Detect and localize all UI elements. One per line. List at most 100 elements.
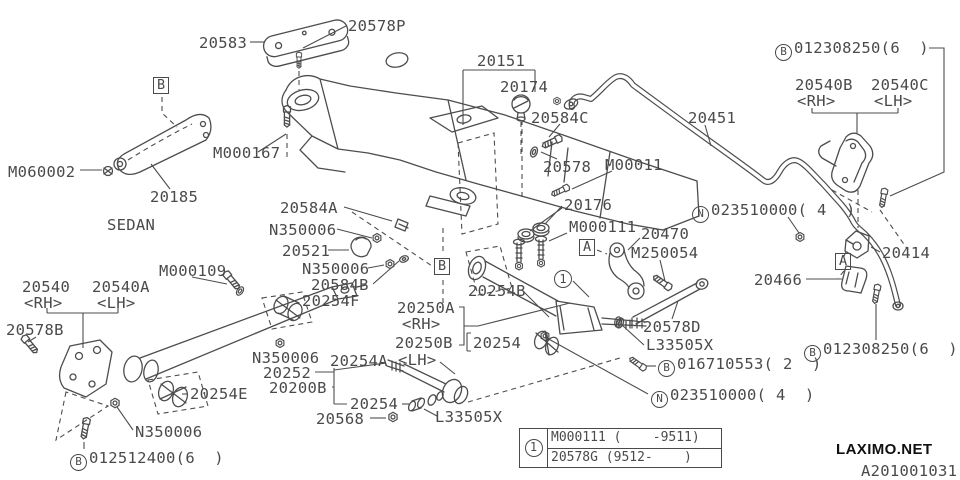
part-label-20254a: 20254A [330, 352, 388, 370]
part-label-20250b: 20250B [395, 334, 453, 352]
label-text: 20250A [397, 299, 455, 317]
part-label-lh: <LH> [398, 352, 437, 368]
part-label-m000111: M000111 [569, 219, 636, 235]
leader-lines [27, 25, 945, 449]
note-table-rows: M000111 ( -9511) 20578G (9512- ) [548, 429, 721, 467]
label-text: M00011 [605, 156, 663, 174]
label-text: 20254B [468, 282, 526, 300]
label-text: 012308250(6 ) [823, 340, 958, 358]
label-text: M250054 [631, 244, 699, 262]
label-text: 20540B [795, 76, 853, 94]
label-text: 012512400(6 ) [89, 449, 224, 467]
part-label-20583: 20583 [199, 35, 247, 51]
part-label-20466: 20466 [754, 271, 803, 289]
label-text: 20540 [22, 278, 71, 296]
cap-20174 [511, 94, 531, 122]
part-label-20254e: 20254E [190, 386, 248, 402]
part-label-lh: <LH> [97, 295, 136, 311]
part-label-20151: 20151 [477, 52, 526, 70]
part-label-20578b: 20578B [6, 321, 64, 339]
label-text: 20578D [643, 318, 701, 336]
stabilizer-bracket-right [818, 132, 874, 193]
label-text: 20185 [150, 188, 199, 206]
part-label-20176: 20176 [564, 196, 613, 214]
label-text: 20540C [871, 76, 929, 94]
ref-box-b-2: B [434, 258, 451, 275]
label-text: 20584C [531, 109, 589, 127]
label-text: B [157, 77, 166, 93]
circled-b-icon: B [658, 360, 675, 377]
label-text: 20176 [564, 196, 613, 214]
part-label-20252: 20252 [263, 364, 312, 382]
note-table-ref-cell: 1 [520, 429, 548, 467]
grommets-20176 [512, 222, 550, 263]
callout-1: 1 [554, 270, 572, 288]
label-text: 20451 [688, 109, 737, 127]
label-text: <RH> [24, 294, 63, 312]
label-text: 016710553( 2 ) [677, 355, 822, 373]
lateral-link-lower [386, 359, 469, 412]
circled-n-icon: N [692, 206, 709, 223]
part-label-20254: 20254 [473, 334, 522, 352]
label-text: 20252 [263, 364, 312, 382]
part-label-20414: 20414 [882, 245, 930, 261]
part-label-m000109: M000109 [159, 263, 226, 279]
part-label-20451: 20451 [688, 109, 737, 127]
label-text: A [583, 239, 592, 255]
part-label-rh: <RH> [402, 316, 441, 332]
part-label-rh: <RH> [24, 294, 63, 312]
part-label-20540: 20540 [22, 278, 71, 296]
label-text: 20584B [311, 276, 369, 294]
clamp-20466 [841, 265, 868, 294]
label-text: N350006 [302, 260, 370, 278]
label-text: 20254 [473, 334, 522, 352]
part-label-20185: 20185 [150, 188, 199, 206]
bracket-20540 [58, 339, 113, 398]
label-text: 20578B [6, 321, 64, 339]
label-text: L33505X [646, 336, 714, 354]
trailing-arm [123, 282, 367, 383]
part-label-20254: 20254 [350, 396, 398, 412]
label-text: M000167 [213, 144, 281, 162]
label-text: 20151 [477, 52, 526, 70]
circled-b-icon: B [775, 44, 792, 61]
part-label-20540c: 20540C [871, 76, 929, 94]
note-row-2: 20578G (9512- ) [548, 447, 721, 468]
label-text: 023510000( 4 ) [711, 201, 856, 219]
label-text: SEDAN [107, 216, 156, 234]
note-table: 1 M000111 ( -9511) 20578G (9512- ) [519, 428, 722, 468]
part-label-n350006: N350006 [252, 350, 319, 366]
part-label-20584c: 20584C [531, 109, 589, 127]
part-label-20521: 20521 [282, 242, 331, 260]
label-text: 012308250(6 ) [794, 39, 929, 57]
label-text: 20466 [754, 271, 803, 289]
label-text: 1 [559, 272, 567, 286]
part-label-n350006: N350006 [269, 222, 336, 238]
label-text: 20254A [330, 352, 388, 370]
part-label-m250054: M250054 [631, 244, 699, 262]
part-label-20470: 20470 [641, 226, 689, 242]
stay-fasteners [350, 218, 410, 263]
label-text: 20250B [395, 334, 453, 352]
label-text: 20254F [302, 292, 360, 310]
label-text: M060002 [8, 163, 76, 181]
label-text: A [839, 253, 848, 269]
label-text: N350006 [135, 423, 203, 441]
label-text: 20200B [269, 379, 327, 397]
label-text: 023510000( 4 ) [670, 386, 815, 404]
ref-box-a-1: A [579, 239, 596, 256]
part-label-m060002: M060002 [8, 163, 76, 181]
part-label-l33505x: L33505X [435, 409, 502, 425]
part-label-20200b: 20200B [269, 379, 327, 397]
ref-box-a-2: A [835, 253, 852, 270]
label-text: 20521 [282, 242, 331, 260]
part-label-20174: 20174 [500, 79, 548, 95]
crossmember-drawing [281, 52, 700, 231]
part-label-sedan: SEDAN [107, 216, 156, 234]
part-label-l33505x: L33505X [646, 336, 714, 354]
